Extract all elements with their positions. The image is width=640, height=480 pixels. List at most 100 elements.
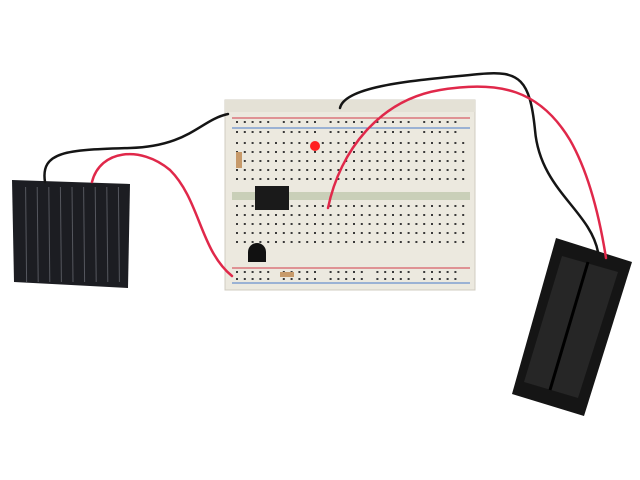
breadboard-hole (290, 121, 293, 123)
breadboard-hole (290, 214, 293, 216)
breadboard-hole (329, 214, 332, 216)
breadboard-hole (251, 131, 254, 133)
breadboard-hole (243, 131, 246, 133)
breadboard-hole (275, 151, 277, 153)
breadboard-hole (306, 205, 309, 207)
breadboard-hole (314, 232, 316, 234)
breadboard-hole (290, 232, 293, 234)
breadboard-hole (423, 223, 426, 225)
breadboard-hole (360, 214, 363, 216)
breadboard-hole (345, 223, 348, 225)
breadboard-hole (236, 142, 238, 144)
breadboard-hole (267, 151, 270, 153)
breadboard-hole (438, 169, 441, 171)
breadboard-hole (259, 214, 262, 216)
breadboard-hole (407, 131, 410, 133)
breadboard-hole (290, 131, 293, 133)
breadboard-hole (306, 121, 309, 123)
breadboard-hole (415, 169, 418, 171)
breadboard-hole (282, 214, 285, 216)
breadboard-hole (360, 178, 363, 180)
breadboard-hole (407, 232, 410, 234)
breadboard-hole (282, 131, 285, 133)
breadboard-hole (462, 178, 465, 180)
breadboard-hole (298, 131, 301, 133)
breadboard-hole (353, 205, 355, 207)
breadboard-hole (384, 121, 387, 123)
breadboard-hole (399, 121, 402, 123)
breadboard-hole (259, 232, 262, 234)
breadboard-hole (431, 205, 433, 207)
breadboard-hole (275, 223, 277, 225)
breadboard-hole (360, 232, 363, 234)
breadboard-hole (236, 278, 238, 280)
breadboard-hole (275, 232, 277, 234)
breadboard-hole (329, 121, 332, 123)
breadboard-hole (384, 151, 387, 153)
breadboard-hole (321, 232, 324, 234)
breadboard-hole (446, 223, 449, 225)
breadboard-hole (462, 232, 465, 234)
breadboard-hole (376, 214, 379, 216)
breadboard-hole (243, 241, 246, 243)
breadboard-hole (399, 271, 402, 273)
breadboard-hole (236, 223, 238, 225)
breadboard-hole (376, 271, 379, 273)
breadboard-hole (399, 131, 402, 133)
breadboard-hole (384, 271, 387, 273)
breadboard-hole (454, 278, 457, 280)
breadboard-hole (360, 223, 363, 225)
breadboard-hole (384, 131, 387, 133)
breadboard-hole (446, 214, 449, 216)
breadboard-hole (423, 278, 426, 280)
breadboard-hole (438, 121, 441, 123)
breadboard-hole (454, 232, 457, 234)
breadboard-hole (446, 205, 449, 207)
breadboard-hole (337, 160, 340, 162)
breadboard-hole (290, 178, 293, 180)
breadboard-hole (392, 169, 394, 171)
breadboard-hole (329, 151, 332, 153)
breadboard-hole (392, 232, 394, 234)
breadboard-hole (353, 214, 355, 216)
breadboard-hole (267, 278, 270, 280)
solar-cell-line (106, 186, 109, 283)
breadboard-hole (399, 142, 402, 144)
breadboard-hole (306, 131, 309, 133)
breadboard-hole (345, 205, 348, 207)
breadboard-hole (306, 151, 309, 153)
breadboard-hole (462, 241, 465, 243)
resistor (236, 152, 242, 168)
breadboard-hole (392, 121, 394, 123)
breadboard-hole (415, 241, 418, 243)
breadboard-hole (368, 160, 371, 162)
breadboard-hole (298, 278, 301, 280)
breadboard-hole (329, 178, 332, 180)
breadboard-hole (251, 142, 254, 144)
breadboard-hole (360, 271, 363, 273)
breadboard-hole (321, 223, 324, 225)
breadboard-hole (446, 160, 449, 162)
breadboard-hole (454, 169, 457, 171)
breadboard-hole (431, 278, 433, 280)
breadboard-hole (360, 278, 363, 280)
breadboard-hole (259, 142, 262, 144)
breadboard-hole (407, 169, 410, 171)
breadboard-hole (446, 271, 449, 273)
breadboard-hole (438, 271, 441, 273)
breadboard-hole (399, 178, 402, 180)
breadboard-hole (454, 151, 457, 153)
breadboard-hole (329, 169, 332, 171)
breadboard-hole (290, 205, 293, 207)
breadboard-hole (368, 142, 371, 144)
breadboard-hole (415, 223, 418, 225)
breadboard-hole (462, 223, 465, 225)
breadboard-hole (431, 151, 433, 153)
breadboard-hole (399, 223, 402, 225)
breadboard-hole (368, 178, 371, 180)
breadboard-hole (329, 205, 332, 207)
breadboard-hole (321, 142, 324, 144)
breadboard-hole (314, 160, 316, 162)
solar-cell-line (83, 186, 86, 283)
